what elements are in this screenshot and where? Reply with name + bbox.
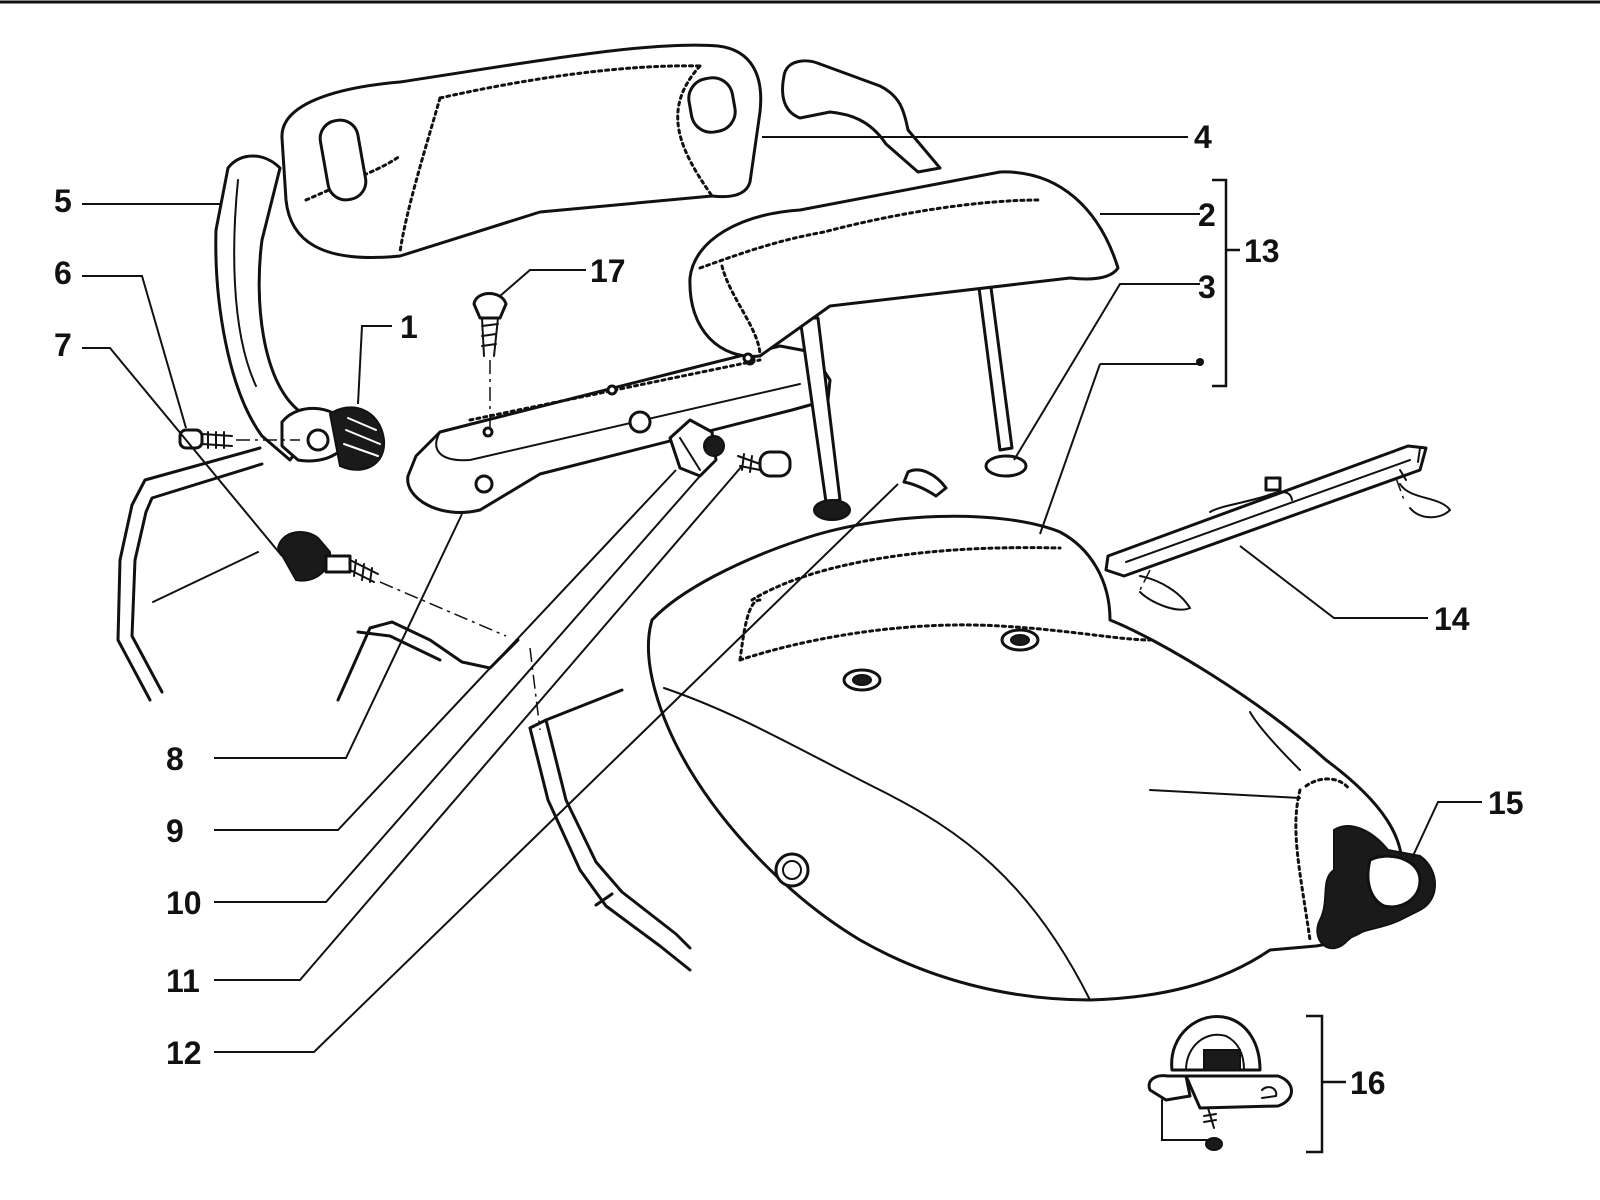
passenger-backrest-pad — [688, 170, 1120, 364]
callout-12: 12 — [166, 1035, 202, 1071]
callout-2: 2 — [1198, 197, 1216, 233]
seat-hinge-bracket — [1104, 444, 1452, 611]
callout-3: 3 — [1198, 269, 1216, 305]
callout-4: 4 — [1194, 119, 1212, 155]
callout-7: 7 — [54, 327, 72, 363]
callout-16: 16 — [1350, 1065, 1386, 1101]
passenger-backrest-posts — [798, 278, 1028, 521]
seat-pin — [902, 468, 948, 498]
callout-13: 13 — [1244, 233, 1280, 269]
seat-fastener-clip — [1147, 1015, 1293, 1151]
callout-8: 8 — [166, 741, 184, 777]
seat-lock-latch — [1316, 825, 1436, 950]
callout-15: 15 — [1488, 785, 1524, 821]
callout-5: 5 — [54, 183, 72, 219]
callout-labels: 1 2 3 4 5 6 7 8 9 10 11 12 13 14 15 16 1… — [54, 119, 1524, 1101]
callout-1: 1 — [400, 309, 418, 345]
main-seat — [647, 514, 1404, 1002]
assembly-axes — [236, 439, 541, 731]
callout-10: 10 — [166, 885, 202, 921]
bolt-6 — [178, 428, 233, 450]
mounting-clip — [668, 418, 725, 478]
knob-screw-7 — [276, 531, 379, 583]
backrest-pad — [280, 43, 763, 259]
callout-6: 6 — [54, 255, 72, 291]
bolt-11 — [737, 450, 792, 478]
side-fairing-panel — [528, 688, 692, 972]
adjustment-knob — [328, 406, 386, 471]
screw-17 — [472, 292, 508, 432]
callout-17: 17 — [590, 253, 626, 289]
passenger-grab-handle — [781, 59, 942, 174]
callout-14: 14 — [1434, 601, 1470, 637]
callout-9: 9 — [166, 813, 184, 849]
callout-11: 11 — [166, 963, 200, 999]
leader-lines — [82, 136, 1482, 1154]
